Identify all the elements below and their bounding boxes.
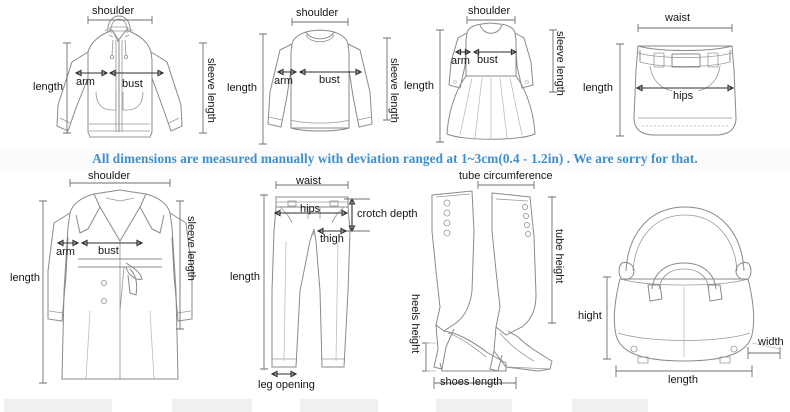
skirt-illustration <box>616 24 737 137</box>
footer-block <box>4 399 112 412</box>
panel-sweatshirt: shoulder length arm bust sleeve length <box>227 0 410 147</box>
footer-block <box>172 399 252 412</box>
label-arm: arm <box>76 76 95 88</box>
label-length: length <box>10 272 40 284</box>
label-length: length <box>404 80 434 92</box>
label-bust: bust <box>477 54 498 66</box>
label-bust: bust <box>319 74 340 86</box>
measurement-deviation-banner: All dimensions are measured manually wit… <box>0 147 790 171</box>
label-shoulder: shoulder <box>296 7 339 19</box>
label-arm: arm <box>451 55 470 67</box>
label-waist: waist <box>296 175 322 187</box>
label-hips: hips <box>300 203 321 215</box>
label-length: length <box>230 271 260 283</box>
footer-block <box>300 399 378 412</box>
panel-handbag: hight width length <box>578 171 790 412</box>
footer-block <box>436 399 512 412</box>
label-leg-opening: leg opening <box>258 379 315 391</box>
label-hight: hight <box>578 310 602 322</box>
footer-block <box>572 399 648 412</box>
trench-coat-illustration <box>39 179 193 384</box>
label-heels-height: heels height <box>409 294 421 354</box>
panel-skirt: waist length hips <box>580 0 790 147</box>
label-waist: waist <box>665 12 691 24</box>
pants-illustration <box>260 181 370 378</box>
label-bust: bust <box>98 245 119 257</box>
label-length: length <box>33 81 63 93</box>
label-sleeve-length: sleeve length <box>554 31 566 96</box>
label-arm: arm <box>274 75 293 87</box>
sweatshirt-illustration <box>259 18 391 145</box>
hooded-jacket-illustration <box>56 15 207 138</box>
label-tube-height: tube height <box>553 229 565 284</box>
label-length: length <box>583 82 613 94</box>
dress-illustration <box>436 16 557 143</box>
boots-illustration <box>422 181 556 389</box>
label-sleeve-length: sleeve length <box>205 58 217 123</box>
label-bust: bust <box>122 78 143 90</box>
label-sleeve-length: sleeve length <box>185 216 197 281</box>
label-shoulder: shoulder <box>468 5 511 17</box>
banner-text: All dimensions are measured manually wit… <box>92 151 698 166</box>
label-arm: arm <box>56 246 75 258</box>
label-crotch-depth: crotch depth <box>357 208 418 220</box>
label-shoulder: shoulder <box>88 170 131 182</box>
panel-boots: tube circumference tube height heels hei… <box>409 170 590 412</box>
panel-trench-coat: shoulder length arm bust sleeve length <box>0 171 240 412</box>
label-width: width <box>758 336 784 348</box>
label-length: length <box>227 82 257 94</box>
label-shoulder: shoulder <box>92 5 135 17</box>
label-thigh: thigh <box>320 233 344 245</box>
label-length: length <box>668 374 698 386</box>
panel-hooded-jacket: shoulder length arm bust sleeve length <box>0 0 230 147</box>
label-shoes-length: shoes length <box>440 376 503 388</box>
label-hips: hips <box>673 90 694 102</box>
label-sleeve-length: sleeve length <box>388 58 400 123</box>
label-tube-circumference: tube circumference <box>459 170 553 182</box>
panel-pants: waist hips crotch depth thigh length leg… <box>230 171 420 412</box>
panel-dress: shoulder length arm bust sleeve length <box>404 0 580 147</box>
handbag-illustration <box>603 206 781 377</box>
